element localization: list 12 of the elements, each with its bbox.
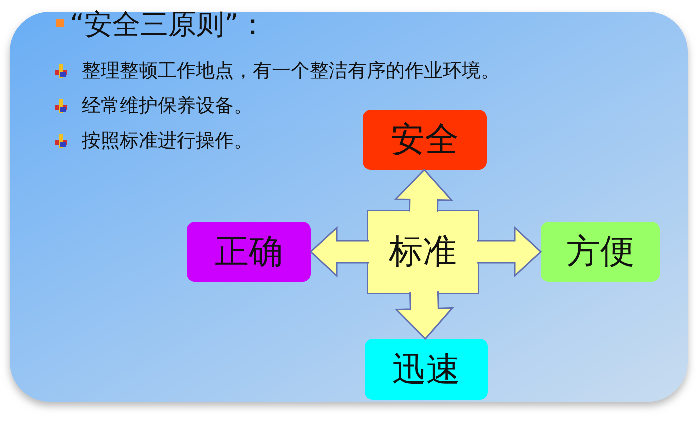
block-arrow: [310, 226, 370, 278]
bullet-text: 整理整顿工作地点，有一个整洁有序的作业环境。: [82, 59, 500, 84]
heading: “安全三原则”：: [70, 7, 268, 43]
block-arrow: [476, 226, 542, 278]
process-box: 方便: [541, 222, 660, 282]
process-box: 正确: [187, 222, 311, 282]
bullet-text: 按照标准进行操作。: [82, 129, 253, 154]
center-box: 标准: [367, 210, 479, 294]
process-box: 安全: [363, 110, 487, 170]
bullet-text: 经常维护保养设备。: [82, 94, 253, 119]
block-arrow: [394, 290, 454, 340]
process-box: 迅速: [365, 339, 488, 400]
